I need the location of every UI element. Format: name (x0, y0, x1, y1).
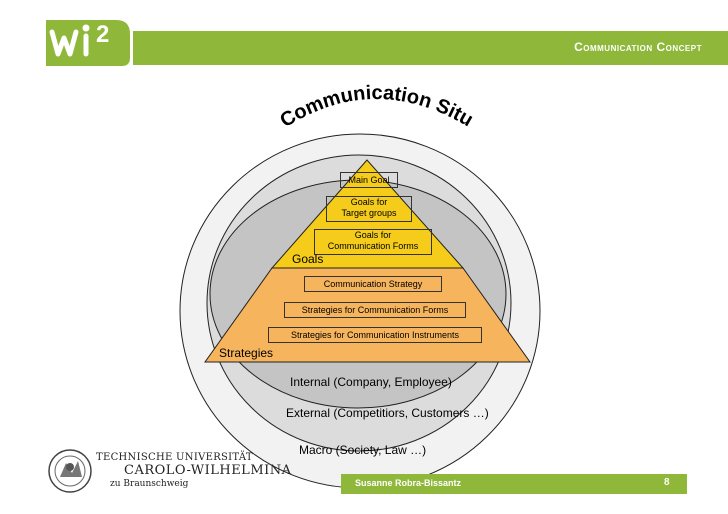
goals-target-line2: Target groups (341, 208, 397, 218)
strategies-label: Strategies (219, 346, 274, 360)
goals-target-line1: Goals for (350, 197, 388, 207)
main-goal-box: Main Goal (340, 172, 398, 188)
university-name-line2: Carolo-Wilhelmina (124, 463, 292, 478)
university-seal-icon (48, 449, 92, 493)
logo-superscript: 2 (96, 21, 109, 48)
university-name-line1: Technische Universität (96, 452, 253, 463)
header-bar (133, 31, 728, 65)
goals-forms-line1: Goals for (354, 230, 392, 240)
footer-bar (341, 474, 687, 494)
wi2-logo: 2 (46, 20, 130, 66)
external-ring-label: External (Competitiors, Customers …) (286, 406, 489, 420)
strategies-forms-label: Strategies for Communication Forms (301, 305, 449, 315)
page-number: 8 (664, 477, 670, 488)
footer-author: Susanne Robra-Bissantz (355, 478, 462, 488)
strategies-instruments-label: Strategies for Communication Instruments (290, 330, 460, 340)
main-goal-label: Main Goal (348, 175, 390, 185)
goals-communication-forms-box: Goals for Communication Forms (314, 229, 432, 255)
goals-label: Goals (292, 252, 324, 266)
slide-title: Communication Concept (574, 40, 702, 54)
goals-forms-line2: Communication Forms (327, 241, 419, 251)
communication-strategy-box: Communication Strategy (304, 276, 442, 292)
internal-ring-label: Internal (Company, Employee) (290, 375, 452, 389)
strategies-instruments-box: Strategies for Communication Instruments (268, 327, 482, 343)
university-name-line3: zu Braunschweig (110, 479, 189, 489)
strategies-forms-box: Strategies for Communication Forms (284, 302, 466, 318)
goals-target-groups-box: Goals for Target groups (326, 196, 412, 222)
macro-ring-label: Macro (Society, Law …) (299, 443, 427, 457)
arc-title: Communication Situation (0, 0, 477, 132)
communication-strategy-label: Communication Strategy (323, 279, 423, 289)
goals-band (270, 159, 465, 269)
